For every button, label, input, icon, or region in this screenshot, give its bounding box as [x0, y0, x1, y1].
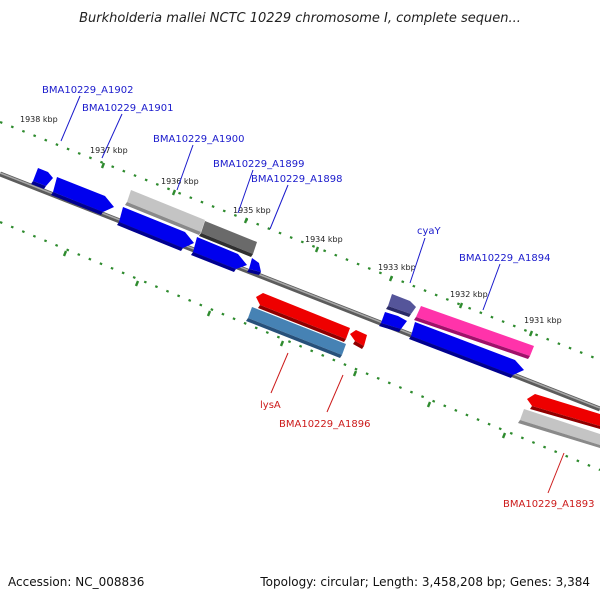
major-tick [458, 302, 464, 309]
gene-labels: BMA10229_A1902 BMA10229_A1901 BMA10229_A… [42, 85, 594, 510]
gene-label[interactable]: BMA10229_A1901 [82, 103, 173, 114]
gene-arrow-bma10229-a1896[interactable] [350, 330, 367, 349]
gene-label[interactable]: BMA10229_A1898 [251, 174, 342, 185]
label-connectors [60, 95, 565, 494]
gene-arrow-bma10229-a1901[interactable] [125, 190, 205, 235]
major-tick [206, 310, 212, 317]
gene-arrow-bma10229-a1899[interactable] [117, 207, 194, 251]
gene-arrow-bma10229-a1893[interactable] [527, 394, 600, 429]
major-tick [171, 189, 177, 196]
gene-label[interactable]: lysA [260, 400, 281, 411]
tick-labels: 1938 kbp 1937 kbp 1936 kbp 1935 kbp 1934… [20, 115, 562, 325]
gene-label[interactable]: BMA10229_A1900 [153, 134, 244, 145]
major-tick [243, 217, 249, 224]
gene-label[interactable]: BMA10229_A1902 [42, 85, 133, 96]
major-tick [314, 246, 320, 253]
tick-label-1937: 1937 kbp [90, 146, 128, 155]
gene-arrow[interactable] [256, 293, 350, 342]
major-tick [279, 340, 285, 347]
major-tick [62, 250, 68, 257]
gene-arrow-bma10229-a1900[interactable] [199, 221, 257, 257]
gene-arrow-lysa[interactable] [246, 307, 346, 358]
gene-arrow[interactable] [518, 409, 600, 448]
major-tick [134, 280, 140, 287]
major-tick [528, 330, 534, 337]
major-tick [388, 275, 394, 282]
gene-label[interactable]: BMA10229_A1899 [213, 159, 304, 170]
gene-label[interactable]: BMA10229_A1893 [503, 499, 594, 510]
forward-genes [31, 168, 534, 378]
tick-track-inner [0, 220, 600, 472]
gene-label[interactable]: BMA10229_A1896 [279, 419, 370, 430]
tick-label-1934: 1934 kbp [305, 235, 343, 244]
tick-label-1938: 1938 kbp [20, 115, 58, 124]
gene-arrow[interactable] [409, 322, 524, 378]
tick-label-1935: 1935 kbp [233, 206, 271, 215]
gene-arrow-bma10229-a1902[interactable] [51, 177, 114, 215]
major-tick [426, 401, 432, 408]
genome-summary-text: Topology: circular; Length: 3,458,208 bp… [259, 575, 590, 589]
major-tick [501, 432, 507, 439]
major-tick [352, 370, 358, 377]
tick-label-1933: 1933 kbp [378, 263, 416, 272]
gene-arrow[interactable] [247, 258, 261, 275]
gene-label[interactable]: cyaY [417, 226, 442, 237]
tick-label-1932: 1932 kbp [450, 290, 488, 299]
gene-arrow[interactable] [379, 312, 407, 332]
gene-label[interactable]: BMA10229_A1894 [459, 253, 550, 264]
map-title: Burkholderia mallei NCTC 10229 chromosom… [79, 11, 521, 26]
gene-arrow-cyay[interactable] [386, 294, 416, 317]
gene-arrow-bma10229-a1898[interactable] [191, 237, 247, 272]
gene-arrow-bma10229-a1894[interactable] [414, 306, 534, 359]
gene-arrow[interactable] [31, 168, 53, 189]
major-tick [100, 162, 106, 169]
tick-track-outer [0, 120, 600, 362]
accession-text: Accession: NC_008836 [8, 575, 144, 589]
tick-label-1931: 1931 kbp [524, 316, 562, 325]
reverse-genes [246, 293, 600, 448]
